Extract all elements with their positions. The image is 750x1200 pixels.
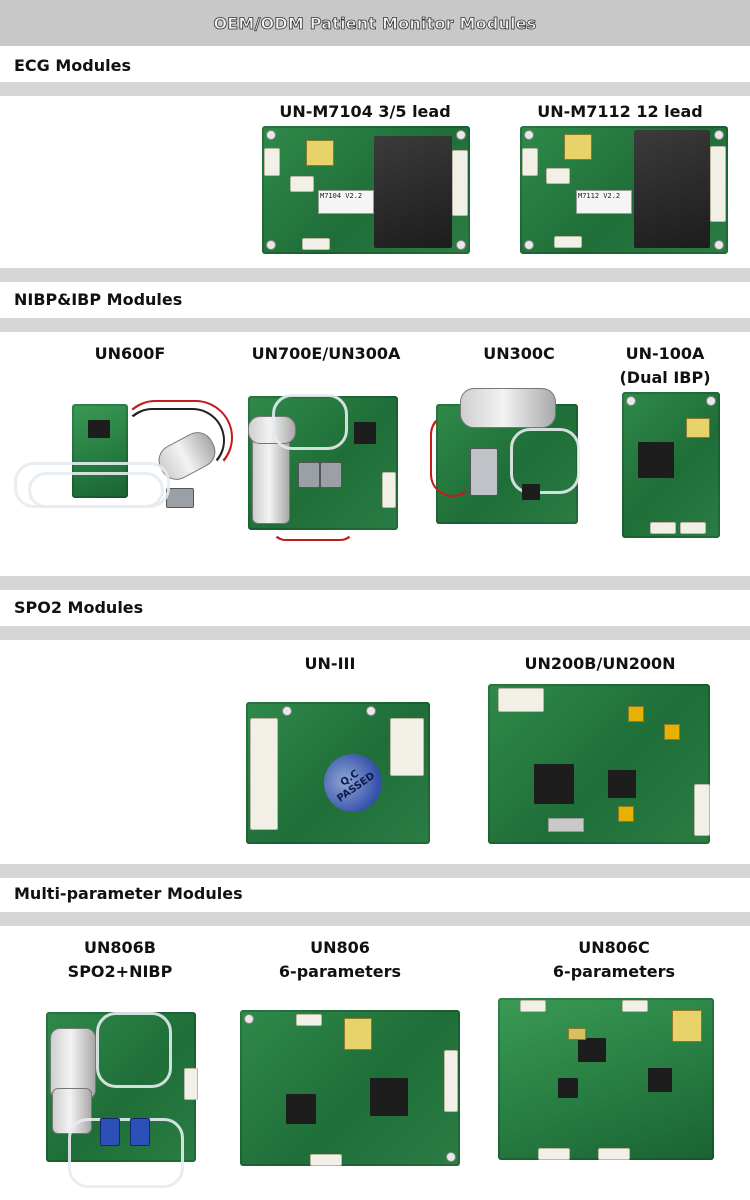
product-image-un700e-un300a [242,392,404,541]
product-image-un-m7112: M7112 V2.2 [520,126,728,254]
section-divider [0,576,750,590]
product-label-un-iii: UN-III [304,654,356,673]
product-label-un806c: UN806C [578,938,650,957]
board-sticker-text: M7112 V2.2 [578,192,621,200]
page-title: OEM/ODM Patient Monitor Modules [213,13,537,33]
product-image-un-iii: Q.C PASSED [246,702,430,844]
product-label-un200b-un200n: UN200B/UN200N [524,654,676,673]
product-sublabel-6-parameters: 6-parameters [278,962,402,981]
product-sublabel-6-parameters: 6-parameters [552,962,676,981]
product-image-un600f [8,398,233,524]
product-label-un-m7104: UN-M7104 3/5 lead [279,102,451,121]
product-label-un-m7112: UN-M7112 12 lead [537,102,703,121]
product-label-un600f: UN600F [94,344,166,363]
section-divider [0,626,750,640]
section-title-multi-parameter: Multi-parameter Modules [14,884,243,903]
section-divider [0,82,750,96]
section-divider [0,268,750,282]
section-divider [0,864,750,878]
product-image-un300c [430,388,584,526]
product-image-un806b [38,1008,202,1188]
section-title-nibp-ibp: NIBP&IBP Modules [14,290,183,309]
board-sticker-text: M7104 V2.2 [320,192,363,200]
product-sublabel-spo2-nibp: SPO2+NIBP [67,962,173,981]
product-label-un-100a: UN-100A [625,344,705,363]
product-image-un200b-un200n [488,684,710,844]
product-image-un-100a [622,392,720,538]
section-divider [0,912,750,926]
section-title-ecg: ECG Modules [14,56,131,75]
product-label-un806: UN806 [310,938,370,957]
product-image-un806c [498,998,714,1160]
product-label-un700e-un300a: UN700E/UN300A [251,344,401,363]
qc-passed-stamp: Q.C PASSED [335,768,378,805]
section-title-spo2: SPO2 Modules [14,598,144,617]
product-label-un300c: UN300C [483,344,555,363]
product-image-un806 [240,1010,460,1166]
page-banner: OEM/ODM Patient Monitor Modules [0,0,750,46]
section-divider [0,318,750,332]
product-image-un-m7104: M7104 V2.2 [262,126,470,254]
product-label-un806b: UN806B [84,938,156,957]
product-sublabel-dual-ibp: (Dual IBP) [619,368,711,387]
